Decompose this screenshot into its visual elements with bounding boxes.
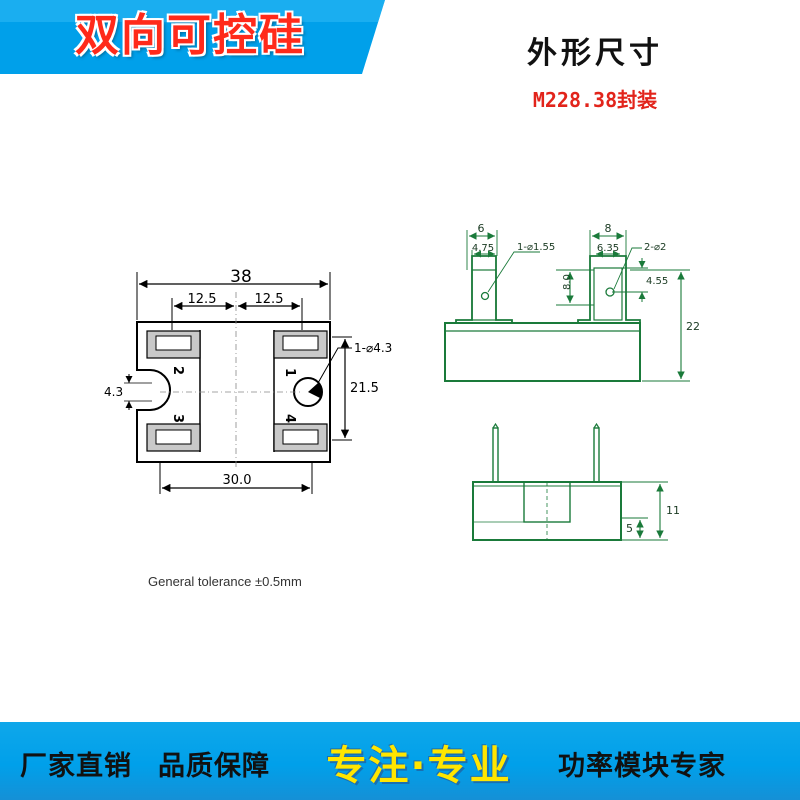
terminal-pad-bottom-right bbox=[273, 423, 328, 452]
section-title: 外形尺寸 bbox=[527, 36, 663, 71]
dimension-drawing: 1 2 3 4 38 12.5 12.5 1-⌀4.3 21.5 4.3 bbox=[104, 222, 700, 541]
footer-factory-direct: 厂家直销 bbox=[20, 751, 132, 782]
tolerance-note: General tolerance ±0.5mm bbox=[148, 574, 302, 589]
dim-pitch-right: 12.5 bbox=[255, 292, 284, 307]
terminal-label-4: 4 bbox=[282, 414, 297, 423]
dim-tab1-hole: 1-⌀1.55 bbox=[517, 242, 555, 253]
dim-pitch-left: 12.5 bbox=[188, 292, 217, 307]
mounting-slot bbox=[137, 369, 171, 411]
side-pin-left bbox=[492, 427, 499, 483]
dim-tab2-width: 8 bbox=[605, 222, 612, 235]
dim-base-height: 5 bbox=[626, 522, 633, 535]
tab-right bbox=[577, 255, 641, 323]
front-view-labels: 6 4.75 1-⌀1.55 8.0 8 6.35 2-⌀2 4.55 22 bbox=[472, 222, 700, 333]
side-center-block bbox=[523, 481, 571, 523]
terminal-pad-top-left bbox=[146, 330, 201, 359]
footer-expert: 功率模块专家 bbox=[558, 751, 726, 782]
tab-left-hole bbox=[480, 291, 490, 301]
title-badge bbox=[0, 0, 385, 74]
top-view: 1 2 3 4 38 12.5 12.5 1-⌀4.3 21.5 4.3 bbox=[104, 267, 392, 494]
footer-slogan: 专注·专业 bbox=[326, 743, 512, 789]
terminal-label-1: 1 bbox=[282, 368, 297, 377]
badge-title: 双向可控硅 bbox=[75, 10, 305, 61]
dim-height: 21.5 bbox=[350, 381, 379, 396]
dim-tab2-inner: 6.35 bbox=[597, 243, 619, 254]
front-body bbox=[444, 322, 641, 382]
terminal-label-3: 3 bbox=[170, 414, 185, 423]
dim-tab1-width: 6 bbox=[478, 222, 485, 235]
footer-quality: 品质保障 bbox=[158, 751, 270, 782]
dim-tab2-offset: 4.55 bbox=[646, 276, 668, 287]
side-view-labels: 11 5 bbox=[626, 504, 680, 535]
package-label: M228.38封装 bbox=[532, 88, 658, 112]
dim-base-width: 30.0 bbox=[223, 473, 252, 488]
dim-slot-width: 4.3 bbox=[104, 385, 123, 399]
dim-hole-label: 1-⌀4.3 bbox=[354, 341, 392, 355]
terminal-pad-bottom-left bbox=[146, 423, 201, 452]
front-view bbox=[444, 230, 690, 382]
terminal-label-2: 2 bbox=[170, 366, 185, 375]
side-view bbox=[472, 422, 668, 541]
dim-tab1-height: 8.0 bbox=[562, 274, 573, 290]
footer-band: 厂家直销 品质保障 专注·专业 功率模块专家 bbox=[0, 722, 800, 800]
dim-overall-width: 38 bbox=[230, 267, 252, 287]
side-pin-right bbox=[593, 427, 600, 483]
dim-tab2-hole: 2-⌀2 bbox=[644, 242, 666, 253]
dim-total-height: 22 bbox=[686, 320, 700, 333]
terminal-pad-top-right bbox=[273, 330, 328, 359]
dim-tab1-inner: 4.75 bbox=[472, 243, 494, 254]
mounting-hole-marker bbox=[308, 383, 322, 398]
dim-body-height: 11 bbox=[666, 504, 680, 517]
tab-left bbox=[455, 255, 513, 323]
